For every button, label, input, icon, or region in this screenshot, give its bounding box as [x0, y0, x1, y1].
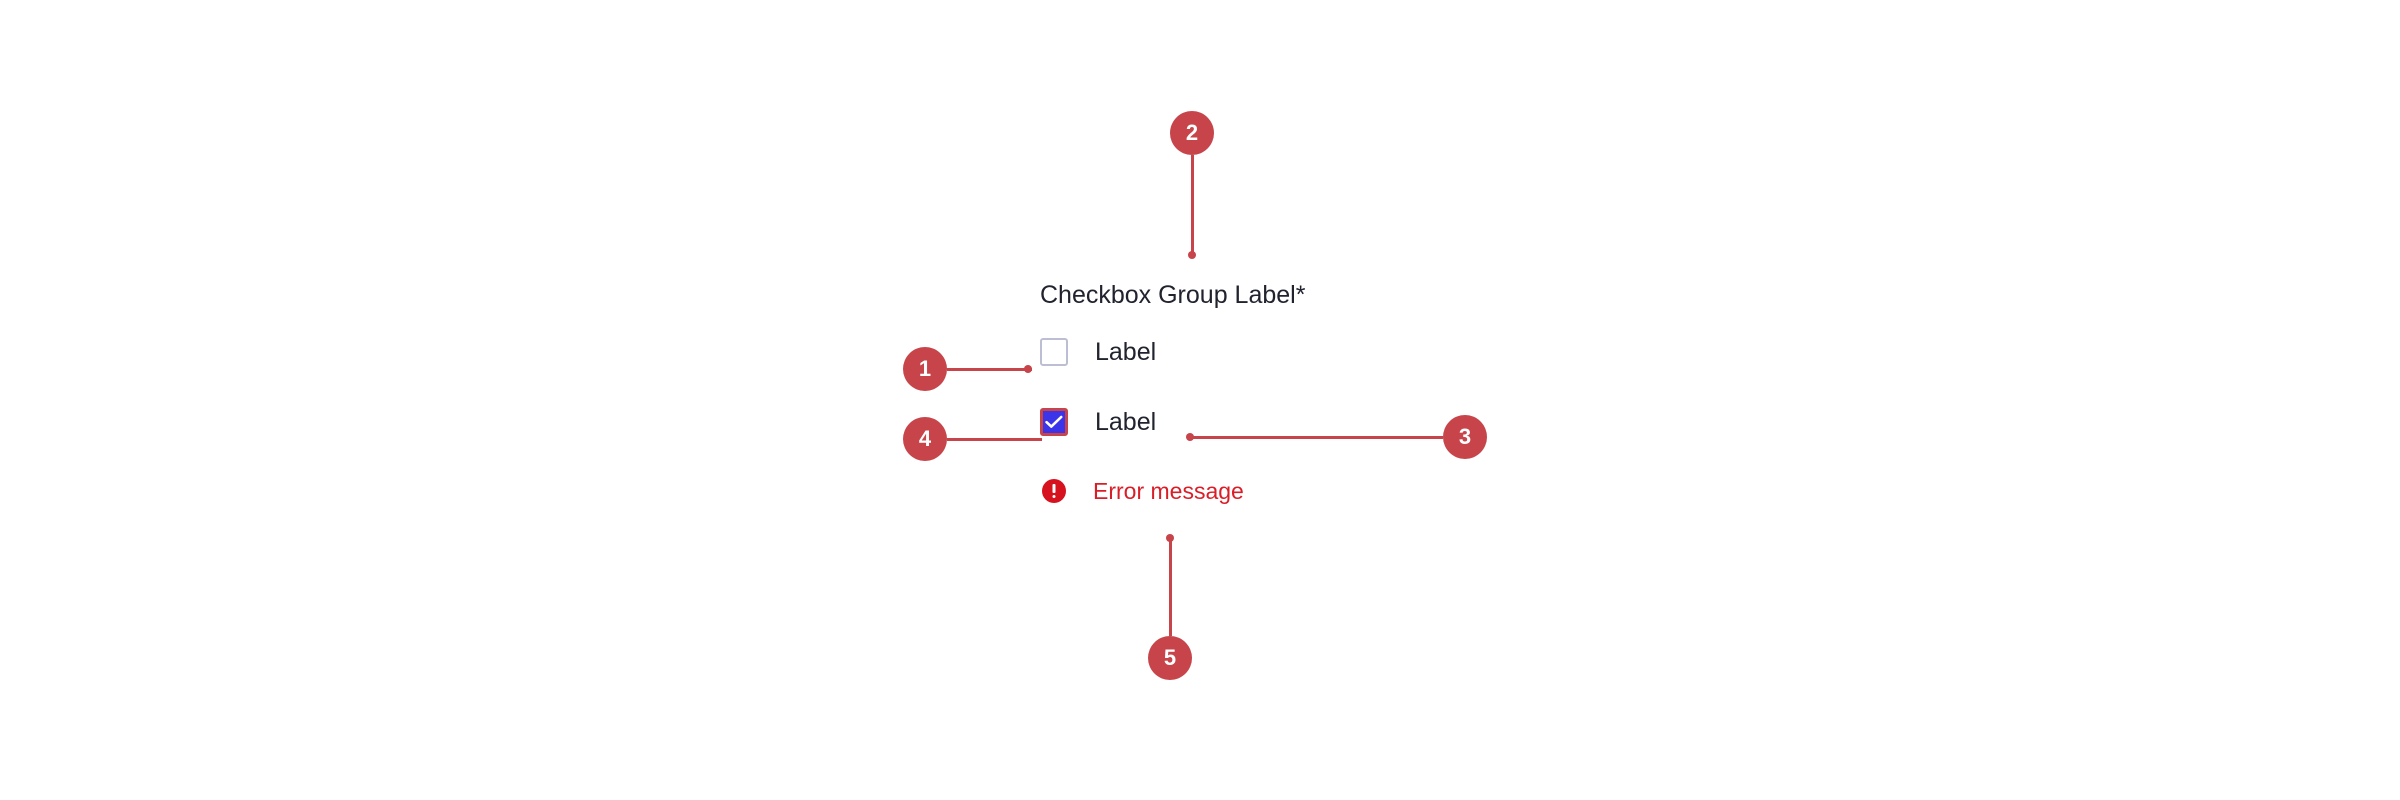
callout-badge-1[interactable]: 1	[903, 347, 947, 391]
leader-dot-1	[1024, 365, 1032, 373]
leader-line-1	[947, 368, 1032, 371]
callout-badge-2[interactable]: 2	[1170, 111, 1214, 155]
callout-badge-4[interactable]: 4	[903, 417, 947, 461]
leader-line-4	[947, 438, 1042, 441]
unchecked-checkbox-box[interactable]	[1040, 338, 1068, 366]
leader-dot-5	[1166, 534, 1174, 542]
exclamation-stem	[1052, 484, 1056, 493]
leader-line-2	[1191, 155, 1194, 255]
checked-checkbox-box[interactable]	[1040, 408, 1068, 436]
checkmark-icon	[1045, 415, 1063, 428]
callout-badge-5[interactable]: 5	[1148, 636, 1192, 680]
error-message: Error message	[1093, 477, 1244, 504]
leader-dot-2	[1188, 251, 1196, 259]
error-filled-icon	[1042, 479, 1066, 503]
callout-badge-3[interactable]: 3	[1443, 415, 1487, 459]
checkbox-group: Checkbox Group Label* Label Label Error …	[1040, 283, 1305, 503]
checkbox-item-unchecked[interactable]: Label	[1040, 338, 1305, 366]
checkbox-item-label: Label	[1095, 407, 1157, 436]
checkbox-item-checked[interactable]: Label	[1040, 408, 1305, 436]
checkbox-group-label: Checkbox Group Label*	[1040, 281, 1306, 309]
checkbox-item-label: Label	[1095, 337, 1157, 366]
leader-line-5	[1169, 538, 1172, 636]
exclamation-dot	[1052, 495, 1056, 498]
error-message-row: Error message	[1040, 479, 1305, 503]
